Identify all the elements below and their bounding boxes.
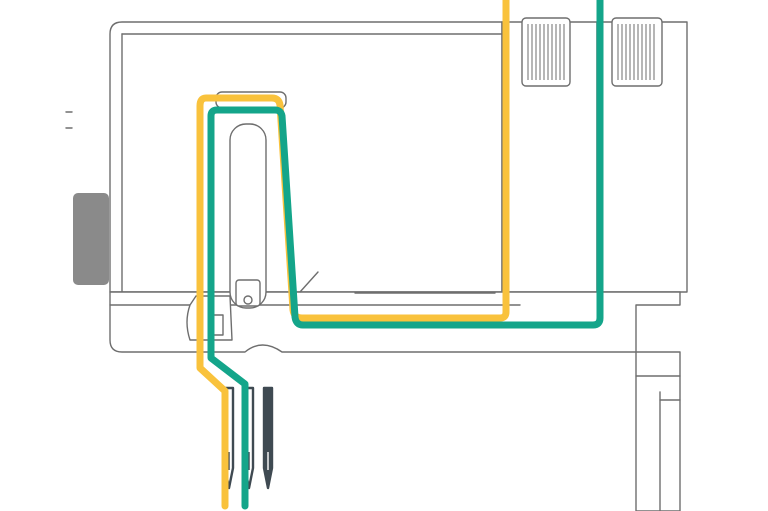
tension-dial-icon — [521, 17, 571, 87]
dial-ridges-left — [527, 24, 565, 80]
handwheel-icon — [73, 193, 109, 285]
take-up-lever-slot — [229, 123, 267, 309]
needle-clamp-screw — [243, 295, 253, 305]
tension-dial-icon — [611, 17, 663, 87]
needle-icon — [262, 386, 274, 490]
needle-bar-block — [235, 279, 261, 307]
thread-path-yellow — [196, 0, 510, 510]
looper-cover-edge — [299, 271, 319, 293]
dial-ridges-right — [617, 24, 655, 80]
machine-body — [109, 21, 503, 293]
thread-path-teal — [207, 0, 604, 510]
free-arm-column — [635, 351, 681, 511]
scale-ticks — [65, 111, 73, 129]
